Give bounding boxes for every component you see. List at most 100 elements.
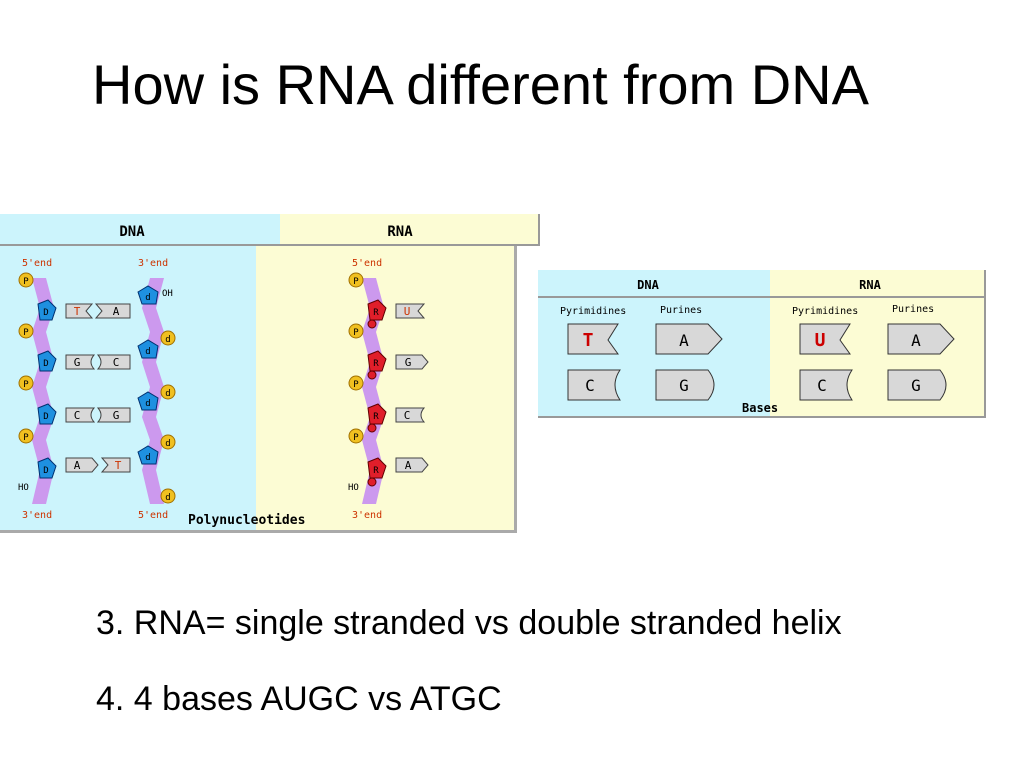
base-pair: C G <box>65 407 131 423</box>
phosphate-icon <box>18 323 34 339</box>
svg-text:G: G <box>405 356 412 369</box>
rna-bottom-label: 3'end <box>352 510 382 521</box>
rna-strand: P P P P R R R R U G C A <box>348 272 429 487</box>
svg-text:A: A <box>405 459 412 472</box>
svg-text:T: T <box>115 459 122 472</box>
svg-text:d: d <box>145 347 150 357</box>
dna-left-backbone <box>32 278 54 504</box>
deoxyribose-icon <box>37 403 57 425</box>
rna-base: G <box>395 354 429 370</box>
bullet-2: 4. 4 bases AUGC vs ATGC <box>96 680 502 718</box>
base-adenine: A <box>655 323 723 355</box>
svg-text:U: U <box>404 305 411 318</box>
deoxyribose-icon <box>137 339 159 359</box>
phosphate-icon <box>18 375 34 391</box>
svg-text:G: G <box>74 356 81 369</box>
svg-text:T: T <box>583 330 594 351</box>
dna-right-strand: d d d d d d d d <box>137 285 176 504</box>
phosphate-icon <box>160 384 176 400</box>
base-guanine-rna: G <box>887 369 947 401</box>
bullet-1: 3. RNA= single stranded vs double strand… <box>96 604 842 642</box>
svg-text:C: C <box>817 376 827 395</box>
base-pair: G C <box>65 354 131 370</box>
svg-text:A: A <box>911 331 921 350</box>
svg-text:P: P <box>353 277 359 287</box>
deoxyribose-icon <box>137 391 159 411</box>
deoxyribose-icon <box>37 299 57 321</box>
rna-header-label: RNA <box>387 224 413 240</box>
rna-purines-label: Purines <box>892 304 934 315</box>
base-guanine: G <box>655 369 715 401</box>
rna-ho-label: HO <box>348 483 359 493</box>
deoxyribose-icon <box>37 350 57 372</box>
phosphate-icon <box>348 323 364 339</box>
bases-dna-header: DNA <box>637 278 659 292</box>
ribose-icon <box>367 457 387 479</box>
phosphate-icon <box>18 272 34 288</box>
ribose-icon <box>367 350 387 372</box>
svg-text:C: C <box>585 376 595 395</box>
base-pair: A T <box>65 457 131 473</box>
svg-text:P: P <box>353 328 359 338</box>
rna-pyrimidines-label: Pyrimidines <box>792 306 858 317</box>
svg-text:D: D <box>43 412 48 422</box>
dna-purines-label: Purines <box>660 305 702 316</box>
base-cytosine: C <box>567 369 621 401</box>
svg-text:P: P <box>23 433 29 443</box>
rna-top-label: 5'end <box>352 258 382 269</box>
dna-header-bar <box>0 214 280 246</box>
svg-text:d: d <box>145 293 150 303</box>
svg-text:d: d <box>145 453 150 463</box>
svg-text:D: D <box>43 359 48 369</box>
dna-oh-label: OH <box>162 289 173 299</box>
svg-text:D: D <box>43 466 48 476</box>
svg-text:P: P <box>23 277 29 287</box>
svg-text:C: C <box>113 356 120 369</box>
svg-text:G: G <box>679 376 689 395</box>
dna-pyrimidines-label: Pyrimidines <box>560 306 626 317</box>
dna-ho-label: HO <box>18 483 29 493</box>
rna-backbone <box>362 278 384 504</box>
bases-panel: DNA RNA Pyrimidines Purines Pyrimidines … <box>538 270 986 418</box>
slide-title: How is RNA different from DNA <box>92 53 869 116</box>
phosphate-icon <box>160 330 176 346</box>
ribose-icon <box>367 299 387 321</box>
svg-text:R: R <box>373 359 379 369</box>
bases-rna-header: RNA <box>859 278 881 292</box>
svg-text:A: A <box>113 305 120 318</box>
svg-text:d: d <box>165 389 170 399</box>
phosphate-icon <box>160 488 176 504</box>
svg-text:A: A <box>679 331 689 350</box>
svg-text:D: D <box>43 308 48 318</box>
phosphate-icon <box>18 428 34 444</box>
svg-text:G: G <box>911 376 921 395</box>
rna-section-bg <box>256 246 514 532</box>
svg-text:d: d <box>165 335 170 345</box>
phosphate-icon <box>348 428 364 444</box>
base-cytosine-rna: C <box>799 369 853 401</box>
base-pair: T A <box>65 303 131 319</box>
svg-text:P: P <box>353 433 359 443</box>
phosphate-icon <box>348 375 364 391</box>
svg-text:d: d <box>165 439 170 449</box>
bases-caption: Bases <box>742 401 778 415</box>
base-thymine: T <box>567 323 619 355</box>
svg-text:C: C <box>74 409 81 422</box>
polynucleotides-diagram: DNA RNA 5'end 3'end OH HO 3'end 5'end 5'… <box>0 214 540 533</box>
svg-text:R: R <box>373 412 379 422</box>
rna-base: C <box>395 407 426 423</box>
phosphate-icon <box>160 434 176 450</box>
deoxyribose-icon <box>137 445 159 465</box>
dna-right-top-label: 3'end <box>138 258 168 269</box>
phosphate-icon <box>348 272 364 288</box>
dna-left-top-label: 5'end <box>22 258 52 269</box>
svg-text:P: P <box>353 380 359 390</box>
rna-base: U <box>395 303 426 319</box>
dna-base-pairs: T A G C C G A T <box>65 303 131 473</box>
svg-text:C: C <box>404 409 411 422</box>
dna-left-bottom-label: 3'end <box>22 510 52 521</box>
rna-base: A <box>395 457 429 473</box>
svg-text:P: P <box>23 328 29 338</box>
svg-text:R: R <box>373 466 379 476</box>
svg-text:d: d <box>145 399 150 409</box>
